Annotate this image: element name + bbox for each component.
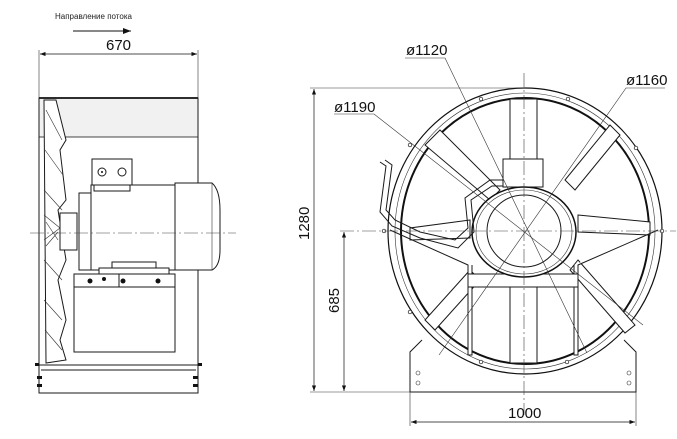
hub (59, 212, 78, 251)
side-view: 670 (30, 37, 236, 394)
base-width-dimension: 1000 (508, 405, 541, 422)
motor-side (78, 158, 221, 275)
diameter-1190-label: ø1190 (334, 99, 375, 116)
impeller-blades (409, 98, 651, 364)
front-view: 1280 685 1000 ø1120 ø1160 ø1190 (296, 42, 676, 426)
height-dimension: 1280 (296, 207, 313, 240)
diameter-1160-label: ø1160 (626, 72, 667, 89)
flow-direction-label: Направление потока (55, 12, 133, 21)
side-base (38, 364, 199, 394)
axis-height-dimension: 685 (326, 288, 343, 313)
impeller-side (43, 99, 78, 364)
diameter-1120-label: ø1120 (406, 42, 447, 59)
motor-support (73, 286, 176, 353)
length-dimension: 670 (106, 37, 131, 54)
motor-terminal-block (502, 158, 544, 188)
housing-top (38, 97, 199, 138)
